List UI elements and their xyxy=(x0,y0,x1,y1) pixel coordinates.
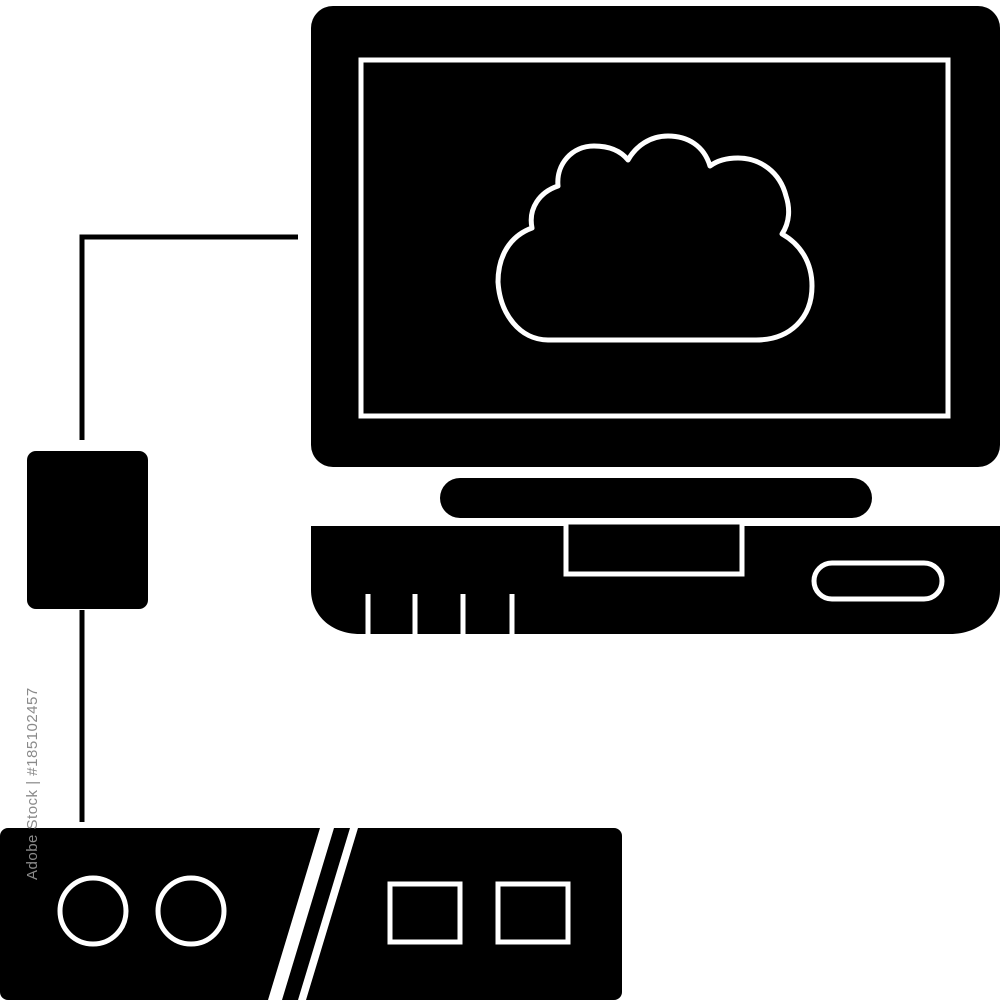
device-divider-fill xyxy=(282,828,350,1000)
cable-upper-segment xyxy=(79,234,298,440)
device-port-round xyxy=(155,875,227,947)
laptop-vents xyxy=(365,594,515,634)
laptop-port xyxy=(811,560,945,602)
device-port-square xyxy=(387,881,463,945)
laptop-hinge-bar xyxy=(440,478,872,518)
device-port-round xyxy=(57,875,129,947)
cloud-icon xyxy=(495,133,815,343)
laptop-screen xyxy=(358,57,951,419)
laptop-touchpad xyxy=(563,519,745,577)
laptop-base xyxy=(311,526,1000,634)
device-divider-stripe xyxy=(268,828,338,1000)
cable-icon xyxy=(79,234,298,822)
device-port-square xyxy=(495,881,571,945)
laptop-icon xyxy=(311,6,1000,634)
stock-id-watermark: Adobe Stock | #185102457 xyxy=(24,687,41,880)
network-device-icon xyxy=(0,828,622,1000)
power-adapter-icon xyxy=(27,451,148,609)
